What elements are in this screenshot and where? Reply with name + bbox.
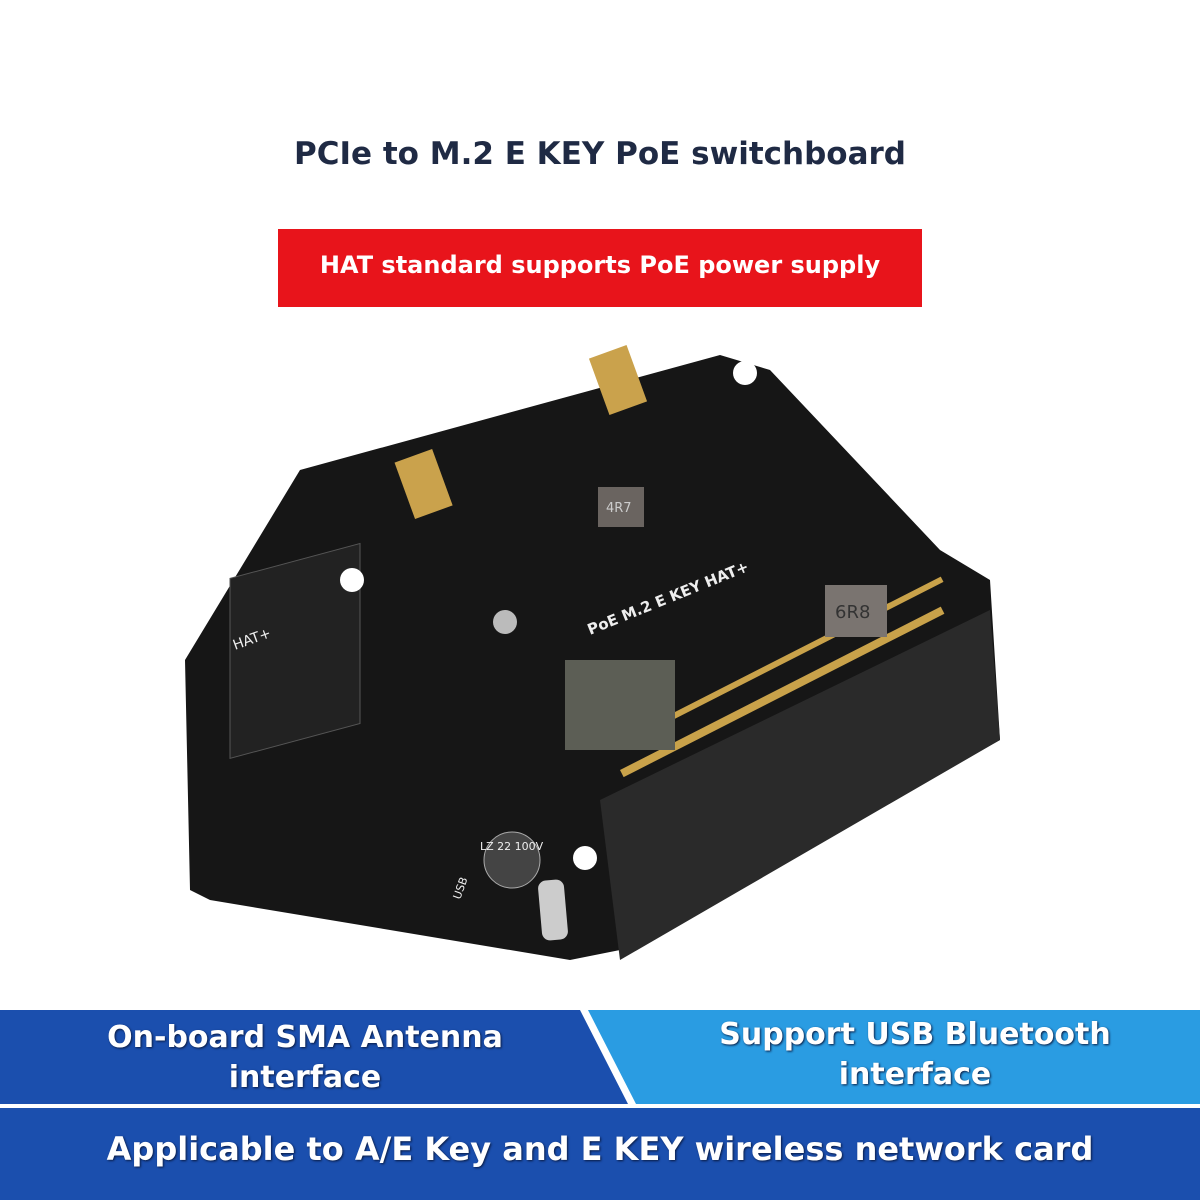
inductor-4r7-label: 4R7 <box>606 501 632 516</box>
m2-slot <box>229 542 361 760</box>
inductor-6r8-label: 6R8 <box>835 602 870 623</box>
sma-antenna-1 <box>394 448 453 520</box>
feature-band-bg <box>0 1010 1200 1104</box>
feature-usb-bluetooth: Support USB Bluetooth interface <box>719 1017 1111 1092</box>
page-title: PCIe to M.2 E KEY PoE switchboard <box>294 136 906 172</box>
transformer <box>565 660 675 750</box>
sma-antenna-2 <box>588 344 648 416</box>
capacitor-label: LZ 22 100V <box>480 840 544 853</box>
usb-c-port <box>538 879 568 941</box>
footer-text: Applicable to A/E Key and E KEY wireless… <box>106 1130 1094 1168</box>
mount-hole <box>573 846 597 870</box>
red-banner: HAT standard supports PoE power supply <box>278 229 922 307</box>
pcb-board-image: 4R7 6R8 LZ 22 100V PoE M.2 E KEY HAT+ HA… <box>185 344 1000 960</box>
feature-band: On-board SMA Antenna interface Support U… <box>0 1010 1200 1104</box>
capacitor <box>483 831 541 889</box>
pin-header <box>600 610 1000 960</box>
mount-hole <box>340 568 364 592</box>
feature-sma-antenna: On-board SMA Antenna interface <box>107 1020 503 1095</box>
red-banner-text: HAT standard supports PoE power supply <box>319 251 881 279</box>
inductor-4r7 <box>598 487 644 527</box>
footer-band: Applicable to A/E Key and E KEY wireless… <box>0 1108 1200 1200</box>
inductor-6r8 <box>825 585 887 637</box>
mount-hole <box>733 361 757 385</box>
standoff <box>493 610 517 634</box>
